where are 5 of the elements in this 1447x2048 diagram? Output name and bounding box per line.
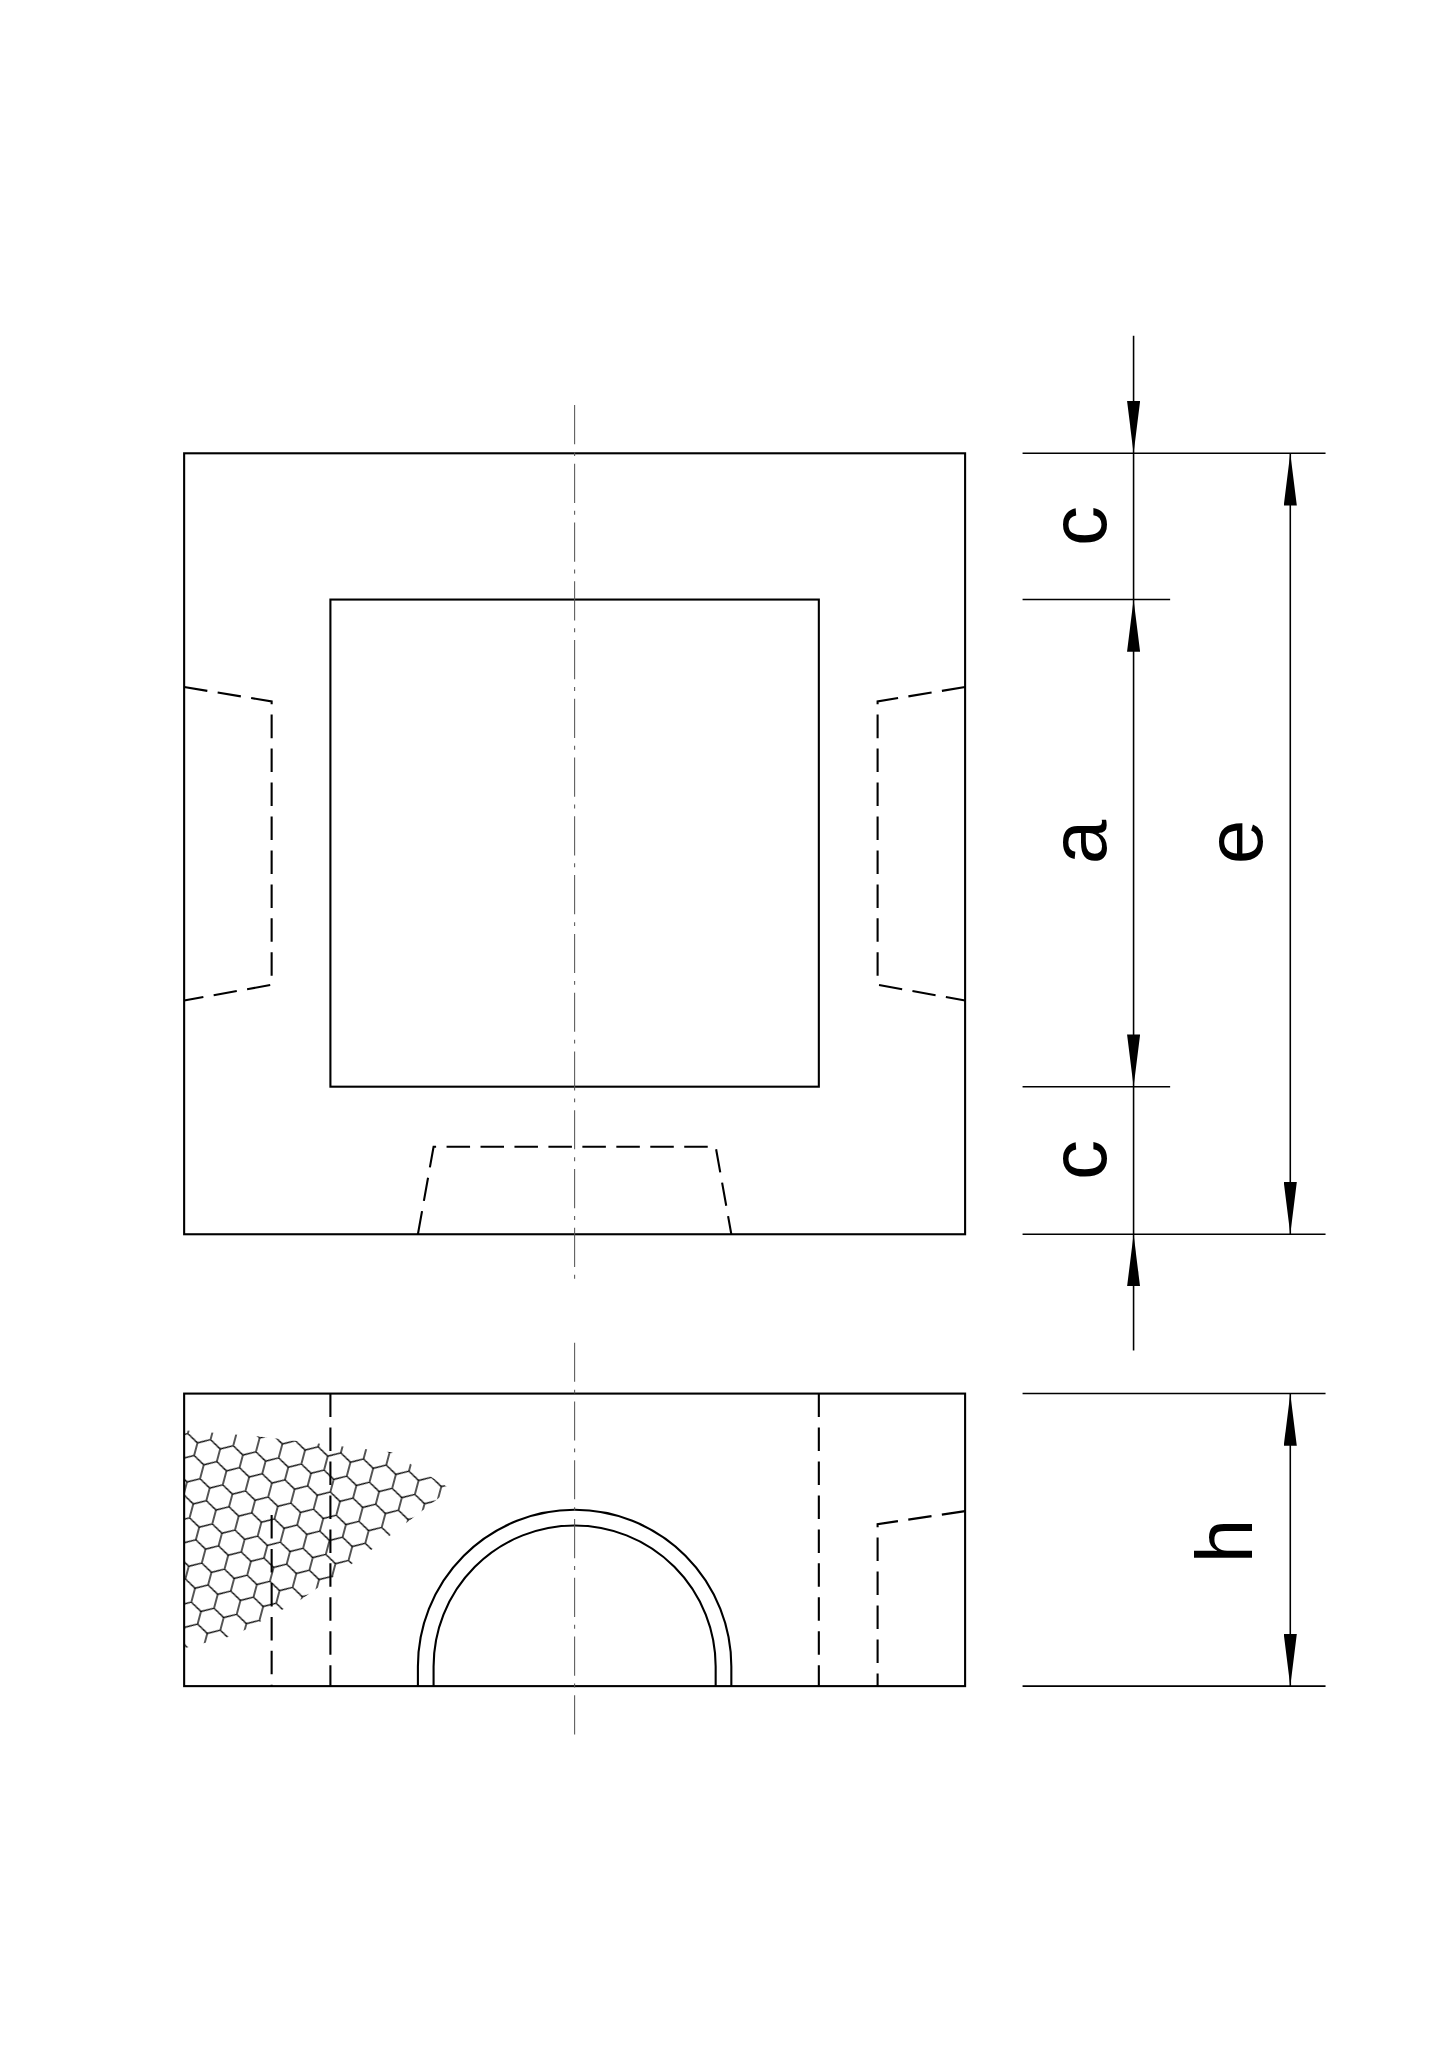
dimension-label: h — [1185, 1518, 1265, 1564]
dimension-label: e — [1195, 820, 1276, 865]
dimension-label: c — [1038, 1139, 1119, 1180]
dimension-label: a — [1038, 820, 1119, 865]
dimension-label: c — [1038, 506, 1119, 547]
